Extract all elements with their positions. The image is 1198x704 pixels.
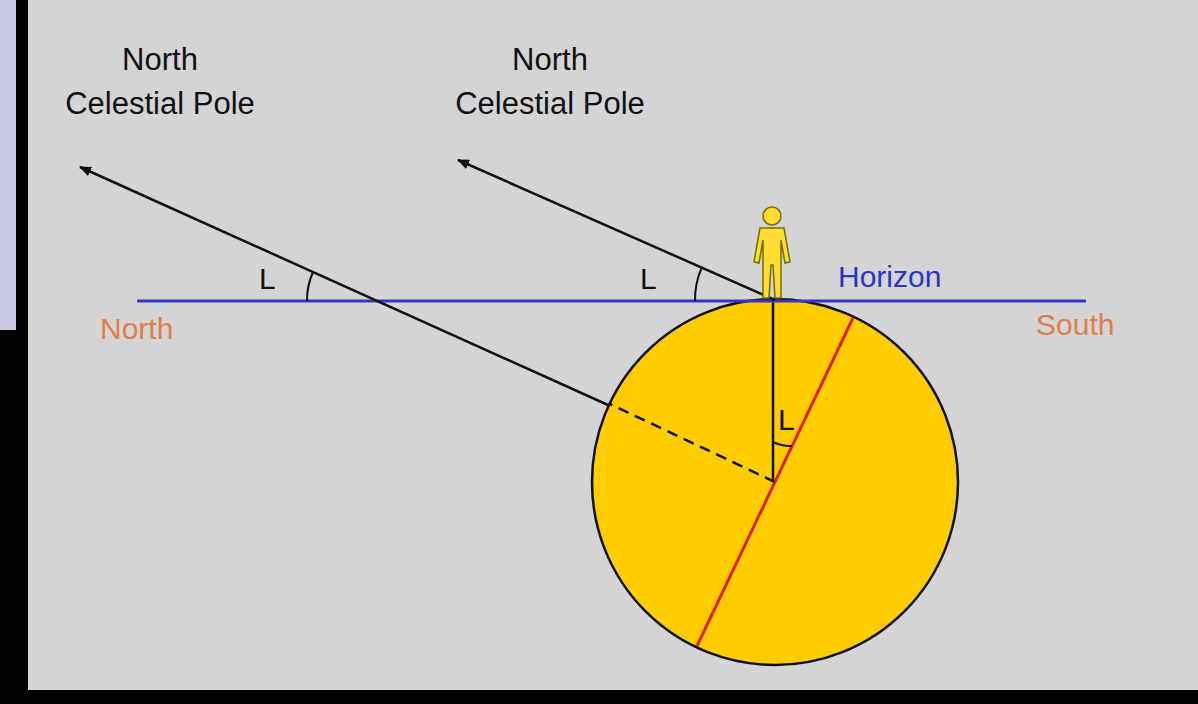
angle-label: L: [259, 262, 289, 296]
vertical-line: [772, 300, 775, 482]
observer-figure: [754, 207, 790, 298]
angle-label: L: [778, 405, 804, 435]
slide-frame: [0, 0, 16, 330]
direction-label: North: [100, 312, 220, 346]
angle-arc: [695, 267, 702, 301]
horizon-label: Horizon: [838, 260, 988, 294]
angle-arc: [773, 442, 792, 446]
panel-ground: [28, 0, 1198, 690]
pole-arrow: [80, 167, 608, 405]
pole-arrow: [458, 160, 775, 300]
direction-label: South: [1036, 308, 1156, 342]
pole-label: North Celestial Pole: [62, 38, 258, 126]
pole-label: North Celestial Pole: [452, 38, 648, 126]
earth-axis: [697, 318, 853, 646]
earth-circle: [592, 299, 958, 665]
angle-label: L: [640, 262, 670, 296]
angle-arc: [307, 272, 313, 301]
horizon-line: [137, 300, 1086, 303]
equator-line: [610, 404, 775, 482]
